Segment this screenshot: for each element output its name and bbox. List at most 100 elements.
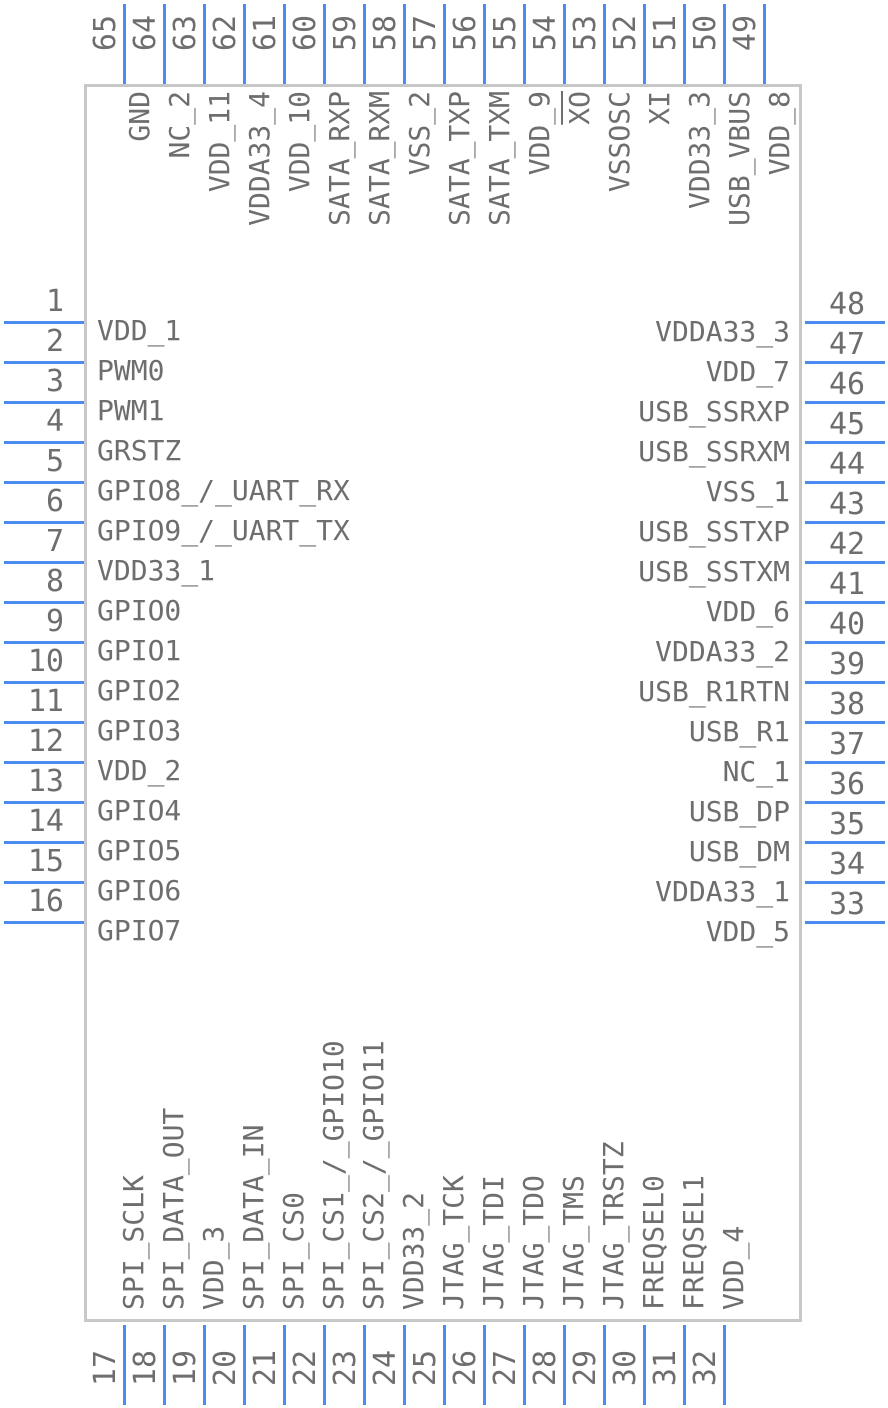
pin-lead-20 <box>242 1325 246 1405</box>
pin-label-28: JTAG_TMS <box>557 1175 590 1310</box>
pin-label-2: PWM0 <box>97 354 165 387</box>
pin-lead-33 <box>805 920 885 924</box>
pin-number-59: 59 <box>328 14 363 52</box>
pin-label-31: FREQSEL1 <box>677 1175 710 1310</box>
pin-lead-8 <box>4 600 84 604</box>
pin-number-22: 22 <box>288 1349 323 1387</box>
pin-number-10: 10 <box>27 644 64 679</box>
pin-number-25: 25 <box>408 1349 443 1387</box>
pin-lead-64 <box>162 4 166 84</box>
pin-label-52: XI <box>643 91 676 125</box>
pin-lead-53 <box>602 4 606 84</box>
pin-label-62: VDDA33_4 <box>243 91 276 226</box>
pin-lead-29 <box>602 1325 606 1405</box>
pin-label-50: USB_VBUS <box>723 91 756 226</box>
pin-label-7: VDD33_1 <box>97 554 216 587</box>
pin-number-35: 35 <box>829 807 866 842</box>
pin-number-52: 52 <box>608 14 643 52</box>
pin-label-25: JTAG_TCK <box>437 1175 470 1310</box>
pin-label-37: NC_1 <box>722 755 790 788</box>
pin-label-54: XO <box>563 91 596 125</box>
pin-lead-14 <box>4 840 84 844</box>
pin-lead-54 <box>562 4 566 84</box>
pin-label-10: GPIO2 <box>97 674 182 707</box>
pin-lead-31 <box>682 1325 686 1405</box>
pin-label-56: SATA_TXM <box>483 91 516 226</box>
pin-label-46: USB_SSRXP <box>638 395 790 428</box>
pin-number-3: 3 <box>45 364 64 399</box>
pin-label-38: USB_R1 <box>688 715 790 748</box>
pin-lead-15 <box>4 880 84 884</box>
pin-lead-60 <box>322 4 326 84</box>
pin-lead-12 <box>4 760 84 764</box>
pin-lead-42 <box>805 560 885 564</box>
pin-label-51: VDD33_3 <box>683 91 716 210</box>
pin-label-19: VDD_3 <box>197 1225 230 1310</box>
pin-label-36: USB_DP <box>688 795 790 828</box>
pin-number-63: 63 <box>168 14 203 52</box>
pin-label-30: FREQSEL0 <box>637 1175 670 1310</box>
pin-number-14: 14 <box>27 804 64 839</box>
pin-lead-13 <box>4 800 84 804</box>
pin-lead-44 <box>805 480 885 484</box>
pin-label-43: USB_SSTXP <box>638 515 790 548</box>
pin-number-48: 48 <box>829 287 866 322</box>
pin-number-8: 8 <box>45 564 64 599</box>
pin-lead-30 <box>642 1325 646 1405</box>
pin-number-39: 39 <box>829 647 866 682</box>
pin-label-22: SPI_CS1_/_GPIO10 <box>317 1040 350 1310</box>
pin-lead-2 <box>4 360 84 364</box>
pin-number-49: 49 <box>728 14 763 52</box>
pin-label-26: JTAG_TDI <box>477 1175 510 1310</box>
pin-number-43: 43 <box>829 487 866 522</box>
pin-lead-36 <box>805 800 885 804</box>
pin-lead-49 <box>762 4 766 84</box>
pin-number-13: 13 <box>27 764 64 799</box>
pin-lead-1 <box>4 320 84 324</box>
pin-lead-46 <box>805 400 885 404</box>
pin-lead-61 <box>282 4 286 84</box>
pin-label-60: SATA_RXP <box>323 91 356 226</box>
pin-number-27: 27 <box>488 1349 523 1387</box>
pin-label-64: NC_2 <box>163 91 196 159</box>
pin-number-5: 5 <box>45 444 64 479</box>
pin-number-64: 64 <box>128 14 163 52</box>
pin-number-23: 23 <box>328 1349 363 1387</box>
pin-lead-51 <box>682 4 686 84</box>
pin-label-27: JTAG_TDO <box>517 1175 550 1310</box>
pin-label-47: VDD_7 <box>705 355 790 388</box>
pin-label-24: VDD33_2 <box>397 1191 430 1310</box>
pin-number-56: 56 <box>448 14 483 52</box>
pin-lead-26 <box>482 1325 486 1405</box>
pin-lead-59 <box>362 4 366 84</box>
pin-label-8: GPIO0 <box>97 594 182 627</box>
pin-number-44: 44 <box>829 447 866 482</box>
pin-number-9: 9 <box>45 604 64 639</box>
pin-lead-21 <box>282 1325 286 1405</box>
pin-label-23: SPI_CS2_/_GPIO11 <box>357 1040 390 1310</box>
pin-lead-39 <box>805 680 885 684</box>
pin-number-12: 12 <box>27 724 64 759</box>
pin-lead-62 <box>242 4 246 84</box>
pin-label-15: GPIO6 <box>97 874 182 907</box>
pin-number-40: 40 <box>829 607 866 642</box>
pin-number-57: 57 <box>408 14 443 52</box>
pin-lead-34 <box>805 880 885 884</box>
pin-number-37: 37 <box>829 727 866 762</box>
pin-number-15: 15 <box>27 844 64 879</box>
pin-lead-56 <box>482 4 486 84</box>
pin-label-40: VDDA33_2 <box>655 635 790 668</box>
pin-number-17: 17 <box>88 1349 123 1387</box>
pin-lead-10 <box>4 680 84 684</box>
pin-lead-38 <box>805 720 885 724</box>
pin-lead-28 <box>562 1325 566 1405</box>
pin-label-4: GRSTZ <box>97 434 182 467</box>
pin-label-33: VDD_5 <box>705 915 790 948</box>
pin-number-45: 45 <box>829 407 866 442</box>
pin-label-6: GPIO9_/_UART_TX <box>97 514 350 547</box>
pin-number-61: 61 <box>248 14 283 52</box>
pin-number-34: 34 <box>829 847 866 882</box>
pin-lead-40 <box>805 640 885 644</box>
pin-label-58: VSS_2 <box>403 91 436 176</box>
pin-number-51: 51 <box>648 14 683 52</box>
